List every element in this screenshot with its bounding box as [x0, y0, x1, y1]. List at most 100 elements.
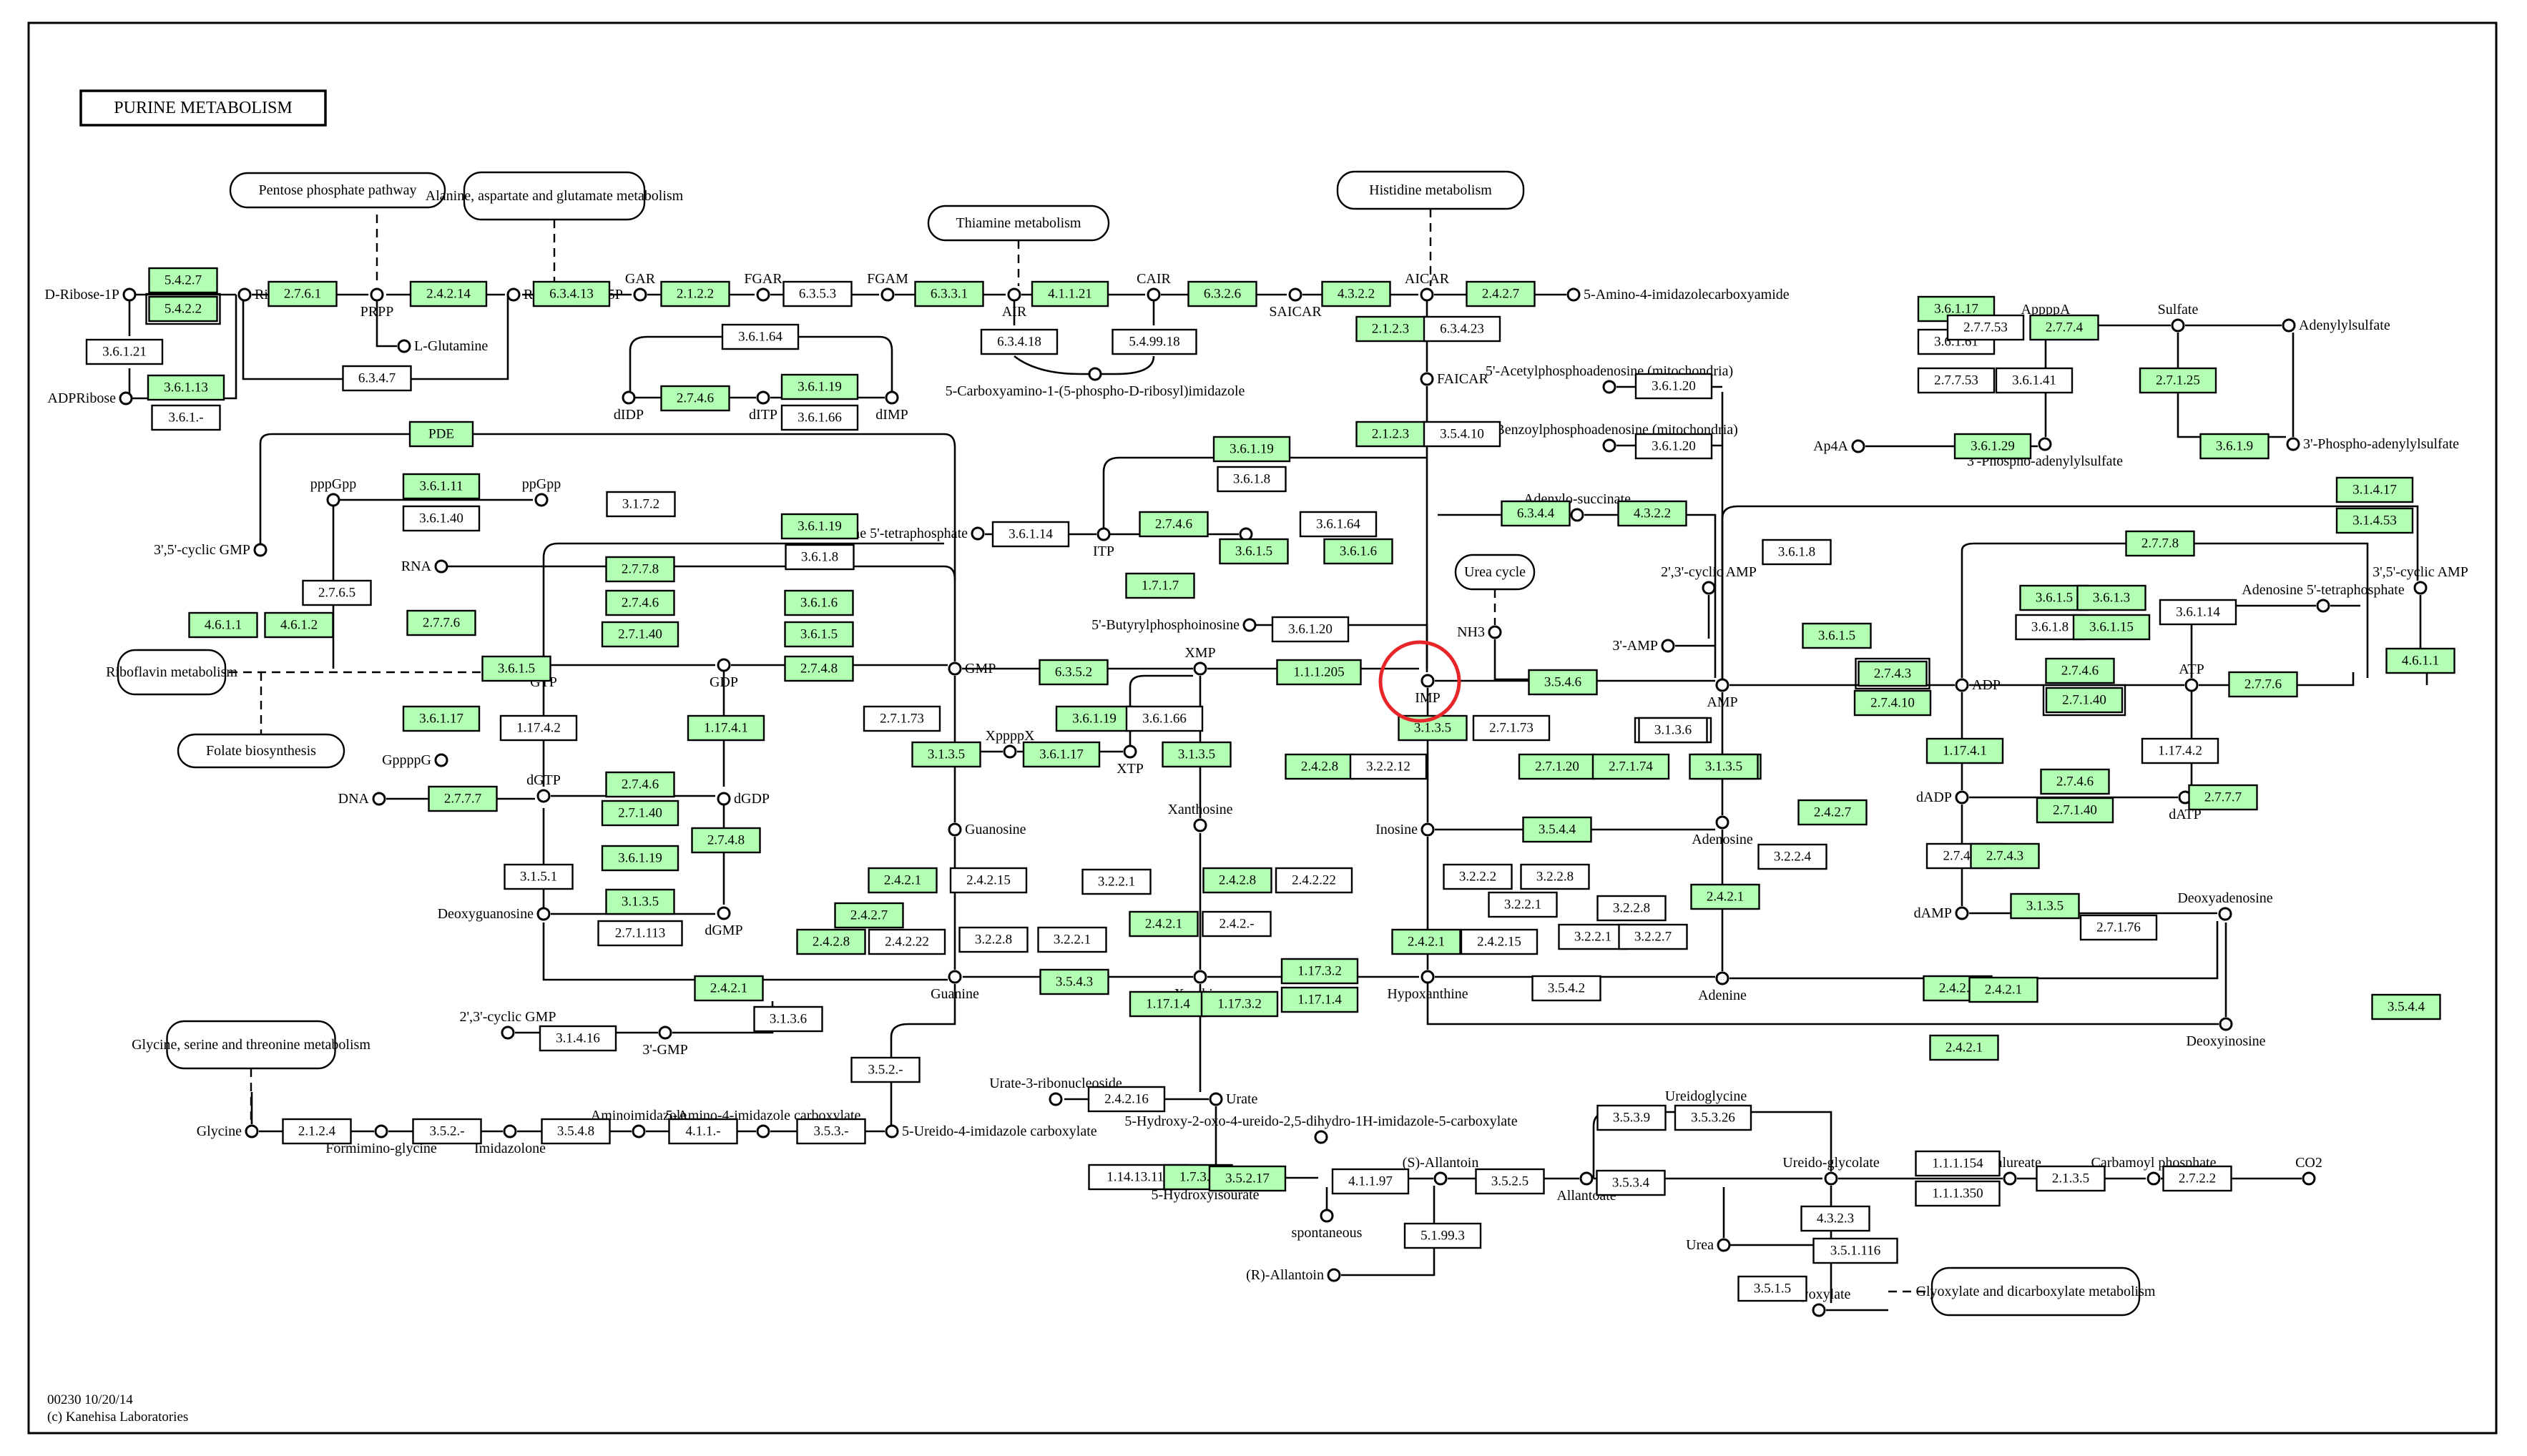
compound-node[interactable] — [374, 1124, 388, 1138]
enzyme-box[interactable] — [605, 771, 675, 798]
enzyme-2-4-2[interactable]: 2.4.2.- — [1202, 910, 1272, 938]
enzyme-box[interactable] — [1112, 328, 1197, 355]
enzyme-box[interactable] — [785, 543, 855, 571]
enzyme-box[interactable] — [1031, 280, 1109, 308]
enzyme-box[interactable] — [1208, 1165, 1287, 1192]
compound-node[interactable] — [1096, 527, 1111, 541]
enzyme-box[interactable] — [2141, 737, 2219, 764]
enzyme-box[interactable] — [694, 975, 764, 1002]
compound-node[interactable] — [434, 753, 448, 767]
enzyme-box[interactable] — [1800, 1205, 1870, 1232]
compound-amp[interactable]: AMP — [1707, 678, 1738, 710]
enzyme-2-4-2-22[interactable]: 2.4.2.22 — [1275, 867, 1353, 894]
enzyme-1-17-4-2[interactable]: 1.17.4.2 — [2141, 737, 2219, 764]
enzyme-2-7-4-3[interactable]: 2.7.4.3 — [1855, 657, 1930, 690]
enzyme-3-5-4-4[interactable]: 3.5.4.4 — [2371, 993, 2441, 1020]
compound-node[interactable] — [1327, 1268, 1341, 1282]
enzyme-3-6-1-20[interactable]: 3.6.1.20 — [1634, 433, 1713, 460]
enzyme-box[interactable] — [1531, 975, 1601, 1002]
enzyme-box[interactable] — [409, 280, 488, 308]
compound-node[interactable] — [1433, 1171, 1448, 1186]
enzyme-4-6-1-1[interactable]: 4.6.1.1 — [188, 611, 258, 639]
enzyme-4-6-1-1[interactable]: 4.6.1.1 — [2385, 647, 2455, 674]
compound-node[interactable] — [1007, 287, 1021, 302]
enzyme-box[interactable] — [2188, 784, 2258, 811]
enzyme-box[interactable] — [1634, 373, 1713, 400]
pathway-thiamine-metabolism[interactable]: Thiamine metabolism — [927, 205, 1110, 242]
enzyme-box[interactable] — [868, 928, 946, 955]
enzyme-2-7-4-6[interactable]: 2.7.4.6 — [605, 589, 675, 616]
compound-node[interactable] — [253, 543, 268, 557]
compound-node[interactable] — [948, 970, 962, 984]
enzyme-box[interactable] — [406, 609, 476, 636]
enzyme-2-4-2-14[interactable]: 2.4.2.14 — [409, 280, 488, 308]
enzyme-2-7-1-25[interactable]: 2.7.1.25 — [2139, 367, 2217, 394]
enzyme-2-4-2-15[interactable]: 2.4.2.15 — [949, 867, 1028, 894]
enzyme-box[interactable] — [408, 420, 474, 448]
enzyme-3-6-1-19[interactable]: 3.6.1.19 — [780, 373, 859, 400]
enzyme-3-6-1-14[interactable]: 3.6.1.14 — [2159, 599, 2237, 626]
enzyme-6-3-4-13[interactable]: 6.3.4.13 — [532, 280, 611, 308]
compound-ppgpp[interactable]: ppGpp — [522, 476, 561, 507]
compound-node[interactable] — [948, 661, 962, 676]
enzyme-3-2-2-1[interactable]: 3.2.2.1 — [1081, 868, 1152, 895]
compound-5-butyrylphosphoinosine[interactable]: 5'-Butyrylphosphoinosine — [1091, 617, 1257, 633]
enzyme-box[interactable] — [2385, 647, 2455, 674]
enzyme-box[interactable] — [1037, 926, 1107, 953]
enzyme-2-7-4-6[interactable]: 2.7.4.6 — [605, 771, 675, 798]
enzyme-6-3-4-4[interactable]: 6.3.4.4 — [1501, 500, 1571, 527]
enzyme-2-4-2-1[interactable]: 2.4.2.1 — [1391, 928, 1461, 955]
enzyme-2-4-2-7[interactable]: 2.4.2.7 — [834, 902, 904, 929]
compound-aminoimidazole[interactable]: Aminoimidazole — [591, 1108, 687, 1138]
enzyme-box[interactable] — [1200, 990, 1279, 1018]
enzyme-2-4-2-16[interactable]: 2.4.2.16 — [1087, 1086, 1166, 1113]
enzyme-3-6-1-21[interactable]: 3.6.1.21 — [85, 338, 164, 365]
enzyme-3-1-4-16[interactable]: 3.1.4.16 — [539, 1025, 617, 1052]
enzyme-box[interactable] — [911, 741, 981, 768]
enzyme-3-6-1-3[interactable]: 3.6.1.3 — [2076, 584, 2146, 611]
enzyme-box[interactable] — [1466, 280, 1536, 308]
enzyme-box[interactable] — [1472, 714, 1551, 742]
compound-node[interactable] — [1715, 678, 1729, 692]
compound-node[interactable] — [1123, 744, 1137, 759]
compound-node[interactable] — [1193, 661, 1207, 676]
enzyme-box[interactable] — [2371, 993, 2441, 1020]
enzyme-3-1-3-5[interactable]: 3.1.3.5 — [911, 741, 981, 768]
enzyme-box[interactable] — [668, 1118, 738, 1145]
enzyme-3-2-2-1[interactable]: 3.2.2.1 — [1488, 891, 1558, 918]
compound-3-phospho-adenylylsulfate[interactable]: 3'-Phospho-adenylylsulfate — [2286, 436, 2459, 452]
enzyme-2-7-7-8[interactable]: 2.7.7.8 — [605, 556, 675, 583]
enzyme-2-7-4-3[interactable]: 2.7.4.3 — [1970, 842, 2040, 870]
compound-node[interactable] — [717, 792, 731, 806]
enzyme-3-1-3-5[interactable]: 3.1.3.5 — [2010, 892, 2080, 920]
enzyme-box[interactable] — [1323, 538, 1393, 565]
compound-gdp[interactable]: GDP — [710, 658, 738, 690]
compound-d-ribose-1p[interactable]: D-Ribose-1P — [45, 287, 137, 302]
enzyme-box[interactable] — [1391, 928, 1461, 955]
enzyme-3-6-1-8[interactable]: 3.6.1.8 — [785, 543, 855, 571]
compound-node[interactable] — [119, 391, 133, 405]
enzyme-box[interactable] — [2159, 599, 2237, 626]
enzyme-2-7-4-6[interactable]: 2.7.4.6 — [2040, 768, 2110, 795]
compound-adp[interactable]: ADP — [1955, 677, 2001, 693]
enzyme-3-5-2-17[interactable]: 3.5.2.17 — [1208, 1165, 1287, 1192]
compound-node[interactable] — [2282, 318, 2296, 333]
compound-xanthosine[interactable]: Xanthosine — [1167, 802, 1233, 832]
compound-dgmp[interactable]: dGMP — [705, 906, 743, 938]
enzyme-box[interactable] — [605, 556, 675, 583]
compound-2-3-cyclic-amp[interactable]: 2',3'-cyclic AMP — [1661, 564, 1757, 595]
enzyme-box[interactable] — [539, 1025, 617, 1052]
enzyme-box[interactable] — [1475, 1168, 1545, 1195]
compound-nh3[interactable]: NH3 — [1457, 624, 1502, 640]
compound-node[interactable] — [1420, 970, 1435, 984]
enzyme-2-7-1-76[interactable]: 2.7.1.76 — [2079, 914, 2158, 941]
enzyme-box[interactable] — [1995, 367, 2074, 394]
enzyme-3-6-1-29[interactable]: 3.6.1.29 — [1953, 433, 2032, 460]
enzyme-box[interactable] — [1634, 433, 1713, 460]
pathway-glyoxylate-and-dicarboxylate-metabolism[interactable]: Glyoxylate and dicarboxylate metabolism — [1916, 1266, 2156, 1317]
enzyme-box[interactable] — [2040, 768, 2110, 795]
enzyme-box[interactable] — [1055, 705, 1134, 732]
enzyme-box[interactable] — [532, 280, 611, 308]
enzyme-box[interactable] — [342, 365, 412, 392]
enzyme-3-6-1-17[interactable]: 3.6.1.17 — [1022, 741, 1101, 768]
